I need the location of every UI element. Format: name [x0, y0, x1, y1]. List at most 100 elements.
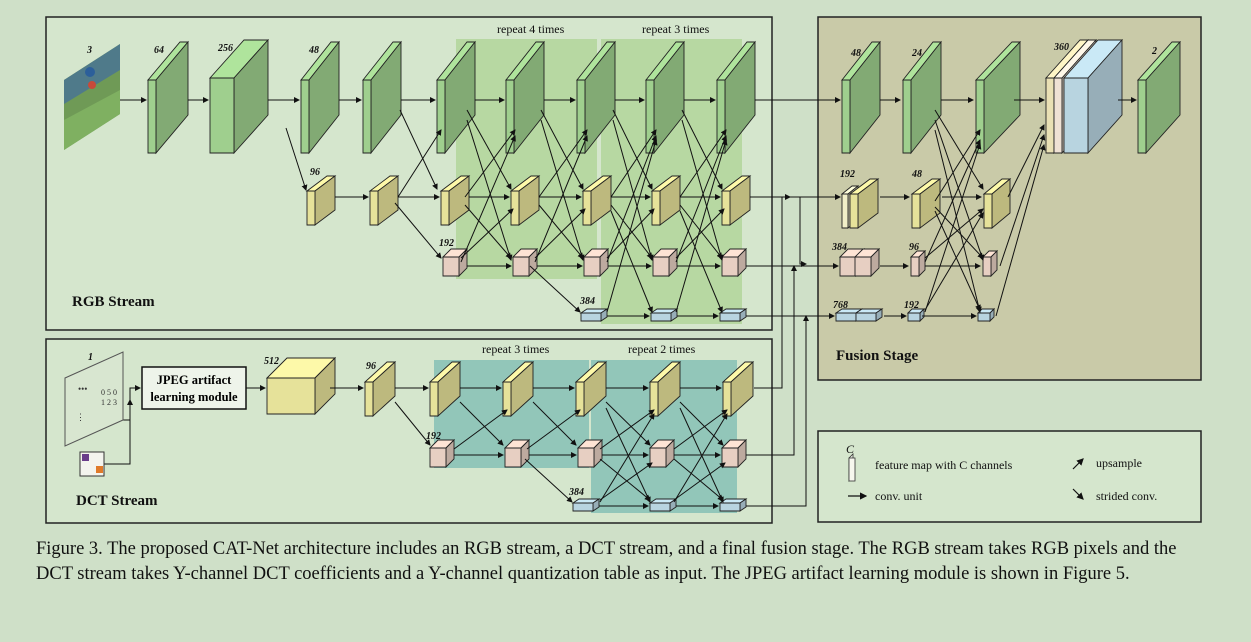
fusion-ch-192a: 192 [840, 169, 855, 180]
dct-yellow-block-4-front [649, 381, 659, 417]
legend-strided-text: strided conv. [1096, 489, 1157, 503]
dct-ch-384: 384 [568, 487, 584, 498]
rgb-cross-3-f [606, 208, 655, 259]
jpeg-artifact-module-box [141, 366, 247, 410]
rgb-repeat-b-label: repeat 3 times [642, 22, 710, 36]
fusion-x6 [924, 143, 982, 313]
dct-cross-3-a [679, 401, 724, 446]
dct-yellow-block-0-front [364, 381, 374, 417]
fusion-blue-1-front [855, 312, 877, 322]
dct-cross-2-f [599, 462, 653, 501]
rgb-down-3 [529, 265, 581, 313]
rgb-cross-0-b [397, 129, 442, 198]
dct-pink-block-4-front [721, 447, 739, 468]
dct-yellow-block-1-front [429, 381, 439, 417]
rgb-pink-block-2-front [583, 256, 601, 277]
rgb-cross-1-a [466, 109, 512, 190]
dct-blue-block-0-front [572, 502, 594, 512]
rgb-hr-block-1-front [362, 79, 372, 154]
legend-upsample-text: upsample [1096, 456, 1142, 470]
fusion-blue-3-front [977, 312, 991, 322]
dct-yellow-block-2-front [502, 381, 512, 417]
dct-cross-3-b [673, 409, 728, 450]
rgb-cross-3-e [610, 204, 653, 259]
rgb-cross-4-e [679, 204, 723, 259]
fusion-yellow-3-front [983, 193, 993, 229]
fusion-concat-a-front [1045, 77, 1055, 154]
dct-blue-block-2-front [719, 502, 741, 512]
rgb-cross-0-a [399, 109, 438, 190]
rgb-cross-4-f [675, 208, 725, 259]
rgb-cross-4-d [675, 135, 727, 263]
fusion-x2 [934, 129, 981, 202]
rgb-ch-192: 192 [439, 238, 454, 249]
rgb-cross-1-e [464, 204, 512, 259]
fusion-ch-2: 2 [1151, 46, 1157, 57]
fusion-ch-96: 96 [909, 242, 919, 253]
rgb-blue-block-1-front [650, 312, 672, 322]
rgb-blue-blocks [579, 308, 748, 322]
jpeg-module-label-2: learning module [150, 390, 238, 404]
rgb-yellow-block-3-front [510, 190, 520, 226]
dct-repeat-a-label: repeat 3 times [482, 342, 550, 356]
fusion-pink-0-front [839, 256, 857, 277]
rgb-cross-2-b [538, 129, 588, 198]
dct-stream-title: DCT Stream [76, 493, 158, 509]
rgb-cross-4-b [679, 129, 727, 198]
rgb-pink-block-0-front [442, 256, 460, 277]
connection-lines [104, 97, 1137, 509]
rgb-cross-4-h [675, 139, 728, 313]
dct-cross-2-b [599, 409, 655, 450]
dct-r2-to-fusion [746, 265, 797, 456]
quantization-table-icon [79, 451, 105, 477]
dct-down-2 [524, 458, 573, 503]
rgb-cross-2-e [538, 204, 584, 259]
figure-caption: Figure 3. The proposed CAT-Net architect… [36, 539, 1177, 584]
rgb-cross-1-f [460, 208, 514, 259]
dct-repeat-b-label: repeat 2 times [628, 342, 696, 356]
rgb-cross-3-g [610, 210, 653, 313]
rgb-cross-1-d [460, 135, 516, 263]
rgb-ch-48: 48 [308, 45, 319, 56]
fusion-x7 [934, 206, 984, 259]
dct-cross-3-d [673, 413, 728, 503]
rgb-cross-4-g [679, 210, 723, 313]
legend-strided-icon [1072, 488, 1084, 500]
fusion-ch-48a: 48 [850, 48, 861, 59]
fusion-up-1 [1007, 124, 1045, 198]
rgb-conv-256-front [209, 77, 235, 154]
rgb-blue-block-2-front [719, 312, 741, 322]
rgb-cross-3-b [610, 129, 657, 198]
svg-text:0 5 0: 0 5 0 [101, 388, 117, 397]
legend-conv-text: conv. unit [875, 489, 923, 503]
rgb-pink-block-4-front [721, 256, 739, 277]
dct-cross-1-a [532, 401, 577, 446]
rgb-hr-block-0-front [300, 79, 310, 154]
fusion-up-2 [999, 134, 1046, 267]
rgb-cross-4-c [681, 119, 724, 261]
fusion-blue-0-front [835, 312, 857, 322]
fusion-pink-3-front [982, 256, 992, 277]
rgb-blue-block-0-front [580, 312, 602, 322]
dct-cross-0-b [453, 409, 508, 450]
dct-pink-block-2-front [577, 447, 595, 468]
fusion-green-2-front [975, 79, 985, 154]
fusion-yellow-2-front [911, 193, 921, 229]
fusion-ch-24: 24 [911, 48, 922, 59]
rgb-yellow-block-0-front [306, 190, 316, 226]
dct-yellow-block-5-front [722, 381, 732, 417]
rgb-ch-256: 256 [217, 43, 233, 54]
dct-ch-192: 192 [426, 431, 441, 442]
rgb-cross-2-c [540, 119, 585, 261]
dct-ch-96: 96 [366, 361, 376, 372]
rgb-cross-3-d [606, 135, 657, 263]
rgb-yellow-block-2-front [440, 190, 450, 226]
dct-down-1 [394, 401, 431, 446]
fusion-green-1-front [902, 79, 912, 154]
rgb-yellow-block-6-front [721, 190, 731, 226]
fusion-ch-768: 768 [833, 300, 848, 311]
rgb-pink-blocks [441, 247, 748, 278]
rgb-ch-64: 64 [154, 45, 164, 56]
fusion-ch-360: 360 [1053, 42, 1069, 53]
fusion-x5 [934, 129, 982, 313]
